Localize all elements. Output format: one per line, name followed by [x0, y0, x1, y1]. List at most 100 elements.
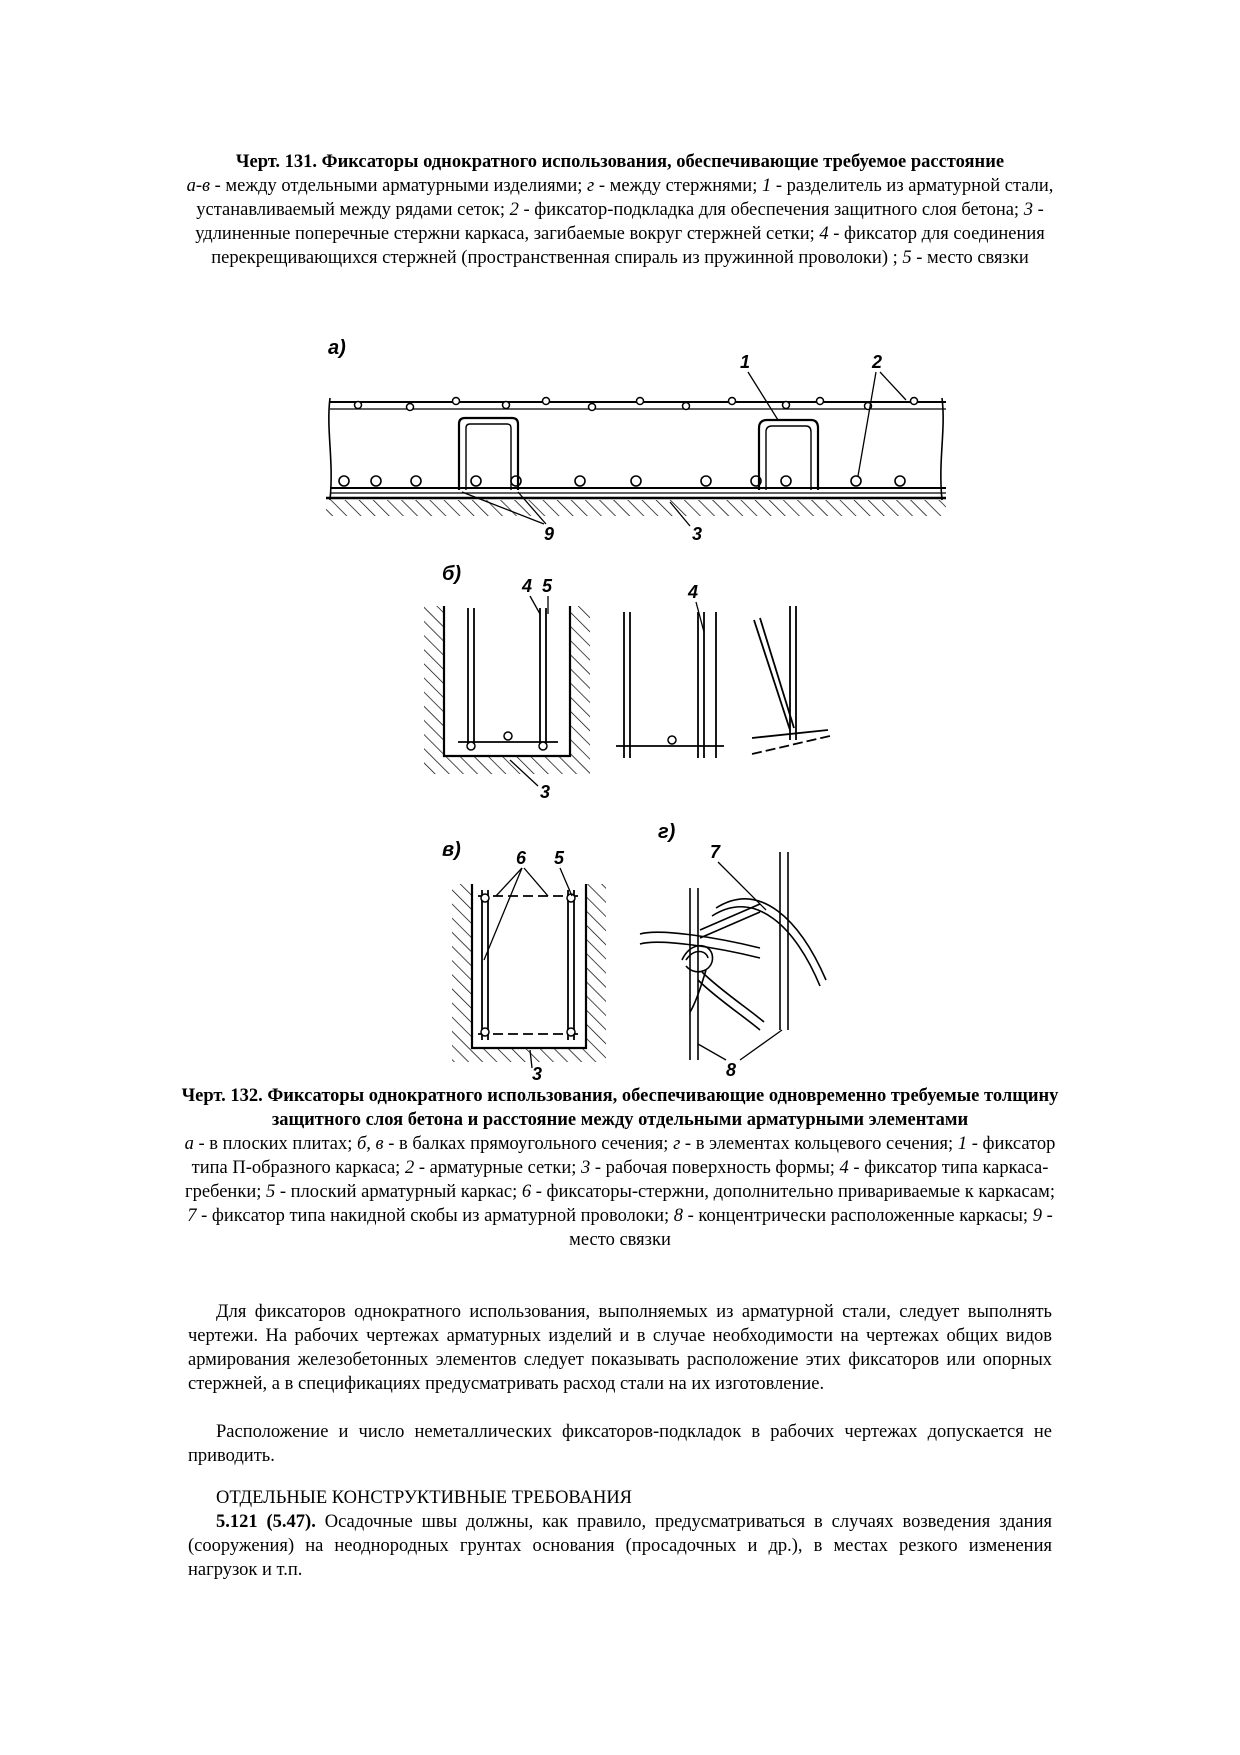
leader-1: [747, 371, 779, 421]
legend-text: - в элементах кольцевого сечения;: [680, 1134, 958, 1154]
label-a: а): [328, 337, 346, 359]
legend-key: г: [673, 1134, 681, 1154]
legend-text: - арматурные сетки;: [414, 1158, 581, 1178]
leader-3-v: [529, 1049, 533, 1069]
u-fixator-right: [757, 418, 820, 490]
legend-key: 1: [761, 176, 772, 196]
legend-key: 1: [957, 1134, 968, 1154]
num-6: 6: [516, 848, 527, 868]
right-form-hatch: [570, 606, 590, 756]
bottom-form-hatch-v: [452, 1048, 606, 1062]
fig-b-beam: б) 4 5 3: [424, 563, 831, 802]
num-7: 7: [710, 842, 721, 862]
legend-key: а: [184, 1134, 194, 1154]
legend-text: - разделитель из арматурной стали, устан…: [196, 176, 1054, 220]
num-3-b: 3: [540, 782, 550, 802]
right-break-line: [940, 397, 944, 501]
legend-key: 6: [521, 1182, 532, 1202]
num-3-v: 3: [532, 1064, 542, 1084]
leader-6a: [495, 867, 523, 897]
figure-131-title: Черт. 131. Фиксаторы однократного исполь…: [235, 152, 1005, 172]
label-b: б): [442, 563, 461, 585]
legend-key: 5: [902, 248, 912, 268]
comb-cage-b: [458, 608, 558, 748]
num-1: 1: [740, 352, 750, 372]
legend-text: - рабочая поверхность формы;: [590, 1158, 840, 1178]
comb-cage-standalone: [616, 612, 724, 758]
legend-text: - в балках прямоугольного сечения;: [383, 1134, 674, 1154]
u-fixator-left: [457, 416, 520, 490]
num-2: 2: [871, 352, 882, 372]
legend-text: - место связки: [911, 248, 1029, 268]
legend-key: 2: [509, 200, 519, 220]
u-fixator-left-inner: [465, 423, 512, 490]
form-surface-hatch: [326, 500, 946, 516]
reinforcement-drawing: а): [326, 337, 946, 1084]
legend-key: 4: [839, 1158, 849, 1178]
figure-131-caption: Черт. 131. Фиксаторы однократного исполь…: [180, 150, 1060, 270]
leader-4-b: [529, 595, 541, 615]
leader-2a: [857, 371, 877, 477]
fig-v-beam: в) 6 5 3: [442, 839, 606, 1084]
beam-form-outline: [442, 606, 572, 758]
cage-v-sections: [480, 893, 576, 1037]
u-fixator-right-inner: [765, 425, 812, 490]
figure-132-title: Черт. 132. Фиксаторы однократного исполь…: [181, 1086, 1059, 1130]
legend-key: б, в: [357, 1134, 384, 1154]
label-v: в): [442, 839, 461, 861]
num-5-b: 5: [542, 576, 553, 596]
right-form-hatch-v: [586, 884, 606, 1048]
fig-a-slab: а): [326, 337, 946, 544]
legend-text: - в плоских плитах;: [193, 1134, 357, 1154]
legend-key: 8: [673, 1206, 683, 1226]
leader-5-v: [559, 867, 573, 897]
spacer-sections: [338, 475, 906, 487]
legend-text: - фиксатор типа каркаса-гребенки;: [185, 1158, 1049, 1202]
legend-key: 2: [404, 1158, 415, 1178]
cage-b-sections: [466, 731, 548, 751]
leader-3-a: [669, 501, 691, 527]
legend-key: 5: [265, 1182, 276, 1202]
num-5-v: 5: [554, 848, 565, 868]
legend-text: - между отдельными арматурными изделиями…: [210, 176, 588, 196]
comb-cage-section: [667, 735, 677, 745]
leader-6c: [483, 867, 523, 961]
ring-cages: [639, 852, 827, 1060]
leader-2b: [879, 371, 907, 401]
legend-key: г: [587, 176, 595, 196]
num-3-a: 3: [692, 524, 702, 544]
leader-8b: [739, 1029, 783, 1061]
label-g: г): [658, 821, 676, 843]
legend-text: - между стержнями;: [594, 176, 762, 196]
legend-text: - фиксатор типа накидной скобы из армату…: [196, 1206, 674, 1226]
leader-8a: [697, 1043, 727, 1061]
legend-key: 3: [1023, 200, 1033, 220]
figure-131-legend: а-в - между отдельными арматурными издел…: [180, 174, 1060, 270]
num-4-b: 4: [521, 576, 532, 596]
leader-9b: [517, 491, 547, 525]
legend-text: - фиксатор для соединения перекрещивающи…: [211, 224, 1045, 268]
flat-cages-v: [478, 890, 578, 1040]
legend-key: 4: [819, 224, 829, 244]
legend-text: - фиксаторы-стержни, дополнительно прива…: [531, 1182, 1055, 1202]
paragraph-drawings-requirement: Для фиксаторов однократного использовани…: [188, 1302, 1052, 1394]
legend-text: - место связки: [569, 1206, 1053, 1250]
legend-text: - концентрически расположенные каркасы;: [683, 1206, 1033, 1226]
legend-text: - плоский арматурный каркас;: [275, 1182, 522, 1202]
paragraph-nonmetal-fixators: Расположение и число неметаллических фик…: [188, 1422, 1052, 1466]
legend-key: 9: [1032, 1206, 1042, 1226]
legend-key: 3: [581, 1158, 591, 1178]
leader-6b: [523, 867, 549, 897]
left-break-line: [328, 397, 332, 501]
num-8: 8: [726, 1060, 736, 1080]
num-9: 9: [544, 524, 554, 544]
legend-key: а-в: [186, 176, 211, 196]
legend-text: - удлиненные поперечные стержни каркаса,…: [195, 200, 1044, 244]
leader-4-mid: [695, 601, 705, 633]
section-heading: ОТДЕЛЬНЫЕ КОНСТРУКТИВНЫЕ ТРЕБОВАНИЯ: [216, 1488, 633, 1508]
bottom-form-hatch: [424, 756, 590, 774]
left-form-hatch-v: [452, 884, 472, 1048]
fig-g-ring: г) 7 8: [639, 821, 827, 1080]
legend-text: - фиксатор типа П-образного каркаса;: [191, 1134, 1056, 1178]
bent-bar-detail: [751, 606, 831, 755]
